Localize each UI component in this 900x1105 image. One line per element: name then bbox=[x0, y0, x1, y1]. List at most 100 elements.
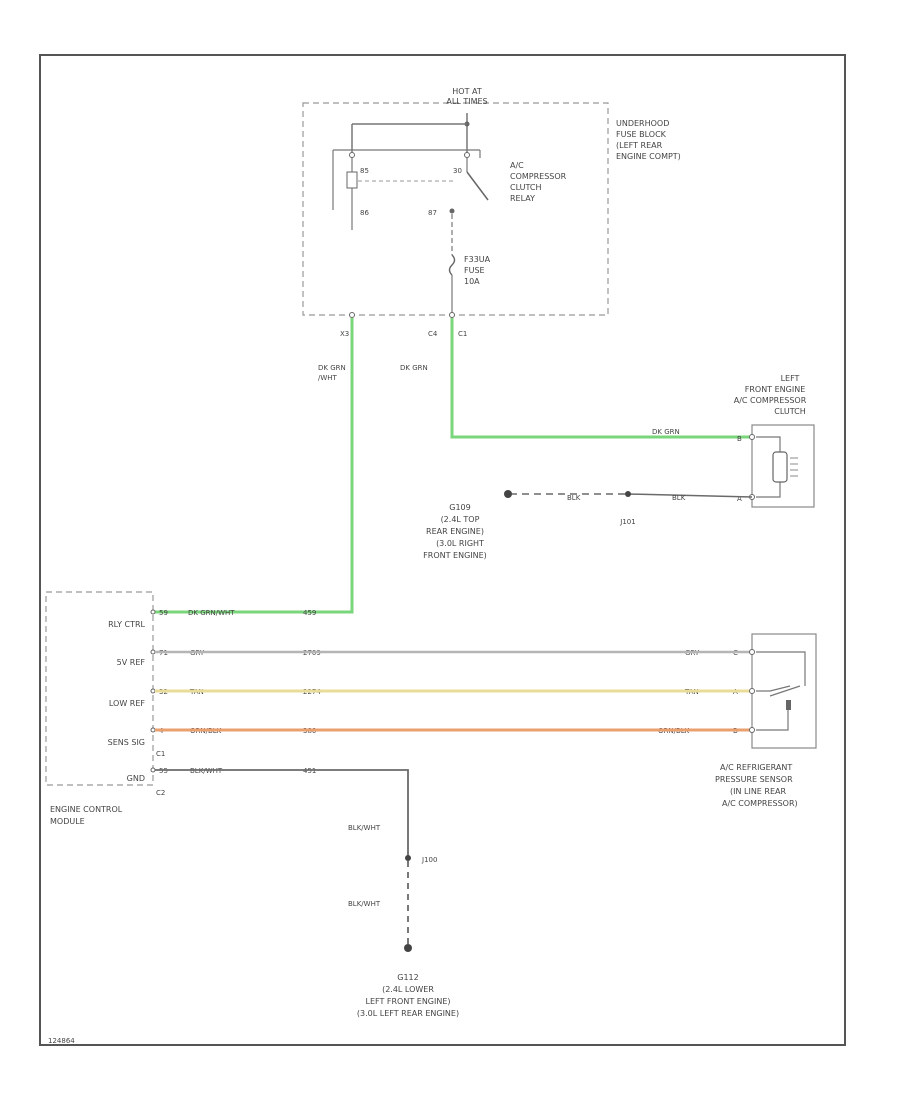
ac-refrigerant-pressure-sensor: A/C REFRIGERANT PRESSURE SENSOR (IN LINE… bbox=[715, 633, 817, 808]
relay-label-3: CLUTCH bbox=[510, 183, 542, 192]
output-c4-label: C4 bbox=[428, 330, 438, 338]
rly-ctrl-pin: 59 bbox=[159, 609, 168, 617]
ecm-label-low-ref: LOW REF bbox=[109, 699, 146, 708]
fuse-block-title-2: FUSE BLOCK bbox=[616, 130, 667, 139]
fuse-label-3: 10A bbox=[464, 277, 480, 286]
sensor-pin-b bbox=[749, 727, 755, 733]
ground-g109-desc-1: (2.4L TOP bbox=[441, 515, 480, 524]
relay-label-2: COMPRESSOR bbox=[510, 172, 567, 181]
ecm-ground-wire-lower: BLK/WHT bbox=[348, 900, 381, 908]
ecm-label-gnd: GND bbox=[127, 774, 145, 783]
relay-label-4: RELAY bbox=[510, 194, 535, 203]
splice-j101-label: J101 bbox=[619, 518, 635, 526]
ecm-ground-wire: BLK/WHT J100 BLK/WHT G112 (2.4L LOWER LE… bbox=[155, 769, 459, 1018]
ecm-title-2: MODULE bbox=[50, 817, 85, 826]
ac-compressor-clutch-relay: 85 30 86 87 A/C COMPRESSOR CLUTCH RELAY bbox=[332, 149, 567, 230]
ground-g109-desc-2: REAR ENGINE) bbox=[426, 527, 484, 536]
ground-g112-desc-3: (3.0L LEFT REAR ENGINE) bbox=[357, 1009, 459, 1018]
relay-ctrl-color-1: DK GRN bbox=[318, 364, 346, 372]
clutch-pin-a-label: A bbox=[737, 495, 742, 503]
ground-g109-desc-3: (3.0L RIGHT bbox=[436, 539, 484, 548]
clutch-title-1: LEFT bbox=[781, 374, 800, 383]
ecm-label-rly-ctrl: RLY CTRL bbox=[108, 620, 145, 629]
clutch-title-2: FRONT ENGINE bbox=[745, 385, 806, 394]
ecm-label-sens-sig: SENS SIG bbox=[108, 738, 145, 747]
fuse-10a: F33UA FUSE 10A bbox=[448, 214, 491, 313]
ecm-label-5v-ref: 5V REF bbox=[117, 658, 146, 667]
diagram-frame bbox=[39, 54, 846, 1046]
ground-g112 bbox=[404, 944, 412, 952]
ground-g112-desc-1: (2.4L LOWER bbox=[382, 985, 434, 994]
sensor-pin-a bbox=[749, 688, 755, 694]
hot-at-sub-label: ALL TIMES bbox=[446, 97, 487, 106]
gnd-circuit: 451 bbox=[303, 767, 316, 775]
output-x3-label: X3 bbox=[340, 330, 349, 338]
sensor-title-2: PRESSURE SENSOR bbox=[715, 775, 793, 784]
sensor-pin-c bbox=[749, 649, 755, 655]
ac-compressor-clutch: LEFT FRONT ENGINE A/C COMPRESSOR CLUTCH … bbox=[734, 374, 815, 508]
clutch-pin-b bbox=[749, 434, 755, 440]
ecm-ground-wire-upper: BLK/WHT bbox=[348, 824, 381, 832]
clutch-supply-label: DK GRN bbox=[652, 428, 680, 436]
ecm-title-1: ENGINE CONTROL bbox=[50, 805, 123, 814]
ecm-pin-59 bbox=[150, 609, 156, 615]
relay-pin-87 bbox=[449, 208, 455, 214]
engine-control-module: ENGINE CONTROL MODULE RLY CTRL 5V REF LO… bbox=[45, 591, 165, 826]
ecm-pin-4 bbox=[150, 727, 156, 733]
ecm-pin-55 bbox=[150, 767, 156, 773]
relay-pin-86-label: 86 bbox=[360, 209, 369, 217]
rly-ctrl-color: DK GRN/WHT bbox=[188, 609, 235, 617]
splice-j100-label: J100 bbox=[421, 856, 437, 864]
ground-g112-desc-2: LEFT FRONT ENGINE) bbox=[365, 997, 450, 1006]
clutch-title-4: CLUTCH bbox=[774, 407, 806, 416]
fuse-block-title-3: (LEFT REAR bbox=[616, 141, 663, 150]
relay-control-wire: DK GRN /WHT bbox=[153, 318, 354, 614]
diagram-footer-id: 124864 bbox=[48, 1037, 75, 1045]
fuse-label-1: F33UA bbox=[464, 255, 491, 264]
splice-j100 bbox=[405, 855, 411, 861]
relay-pin-85 bbox=[349, 152, 355, 158]
clutch-title-3: A/C COMPRESSOR bbox=[734, 396, 807, 405]
ground-g112-label: G112 bbox=[397, 973, 418, 982]
gnd-pin: 55 bbox=[159, 767, 168, 775]
clutch-supply-color: DK GRN bbox=[400, 364, 428, 372]
sensor-symbol bbox=[756, 651, 806, 731]
ground-g109 bbox=[504, 490, 512, 498]
sensor-title-4: A/C COMPRESSOR) bbox=[722, 799, 798, 808]
clutch-pin-b-label: B bbox=[737, 435, 742, 443]
ecm-pin-71 bbox=[150, 649, 156, 655]
relay-label-1: A/C bbox=[510, 161, 524, 170]
relay-coil bbox=[346, 171, 358, 189]
clutch-supply-wire: DK GRN DK GRN bbox=[400, 318, 752, 439]
ground-g109-label: G109 bbox=[449, 503, 470, 512]
clutch-box bbox=[751, 424, 815, 508]
relay-switch-arm bbox=[466, 171, 489, 201]
fuse-block-output-c4 bbox=[449, 312, 455, 318]
fuse-block-output-x3 bbox=[349, 312, 355, 318]
ground-g109-desc-4: FRONT ENGINE) bbox=[423, 551, 487, 560]
hot-at-label: HOT AT bbox=[452, 87, 482, 96]
fuse-block-title-1: UNDERHOOD bbox=[616, 119, 669, 128]
sensor-title-1: A/C REFRIGERANT bbox=[720, 763, 792, 772]
ecm-connector-c1: C1 bbox=[156, 750, 165, 758]
fuse-label-2: FUSE bbox=[464, 266, 485, 275]
relay-pin-30-label: 30 bbox=[453, 167, 462, 175]
relay-pin-87-label: 87 bbox=[428, 209, 437, 217]
gnd-color: BLK/WHT bbox=[190, 767, 223, 775]
underhood-fuse-block: HOT AT ALL TIMES UNDERHOOD FUSE BLOCK (L… bbox=[302, 87, 681, 338]
output-c1-label: C1 bbox=[458, 330, 467, 338]
relay-pin-85-label: 85 bbox=[360, 167, 369, 175]
ecm-pin-32 bbox=[150, 688, 156, 694]
clutch-ground-wire: BLK BLK J101 G109 (2.4L TOP REAR ENGINE)… bbox=[423, 490, 753, 560]
fuse-block-outline bbox=[302, 102, 609, 316]
rly-ctrl-circuit: 459 bbox=[303, 609, 316, 617]
clutch-coil-symbol bbox=[756, 436, 781, 498]
relay-ctrl-color-2: /WHT bbox=[318, 374, 338, 382]
ecm-connector-c2: C2 bbox=[156, 789, 165, 797]
relay-pin-30 bbox=[464, 152, 470, 158]
sensor-title-3: (IN LINE REAR bbox=[730, 787, 786, 796]
clutch-ground-color-2: BLK bbox=[672, 494, 686, 502]
fuse-block-title-4: ENGINE COMPT) bbox=[616, 152, 681, 161]
